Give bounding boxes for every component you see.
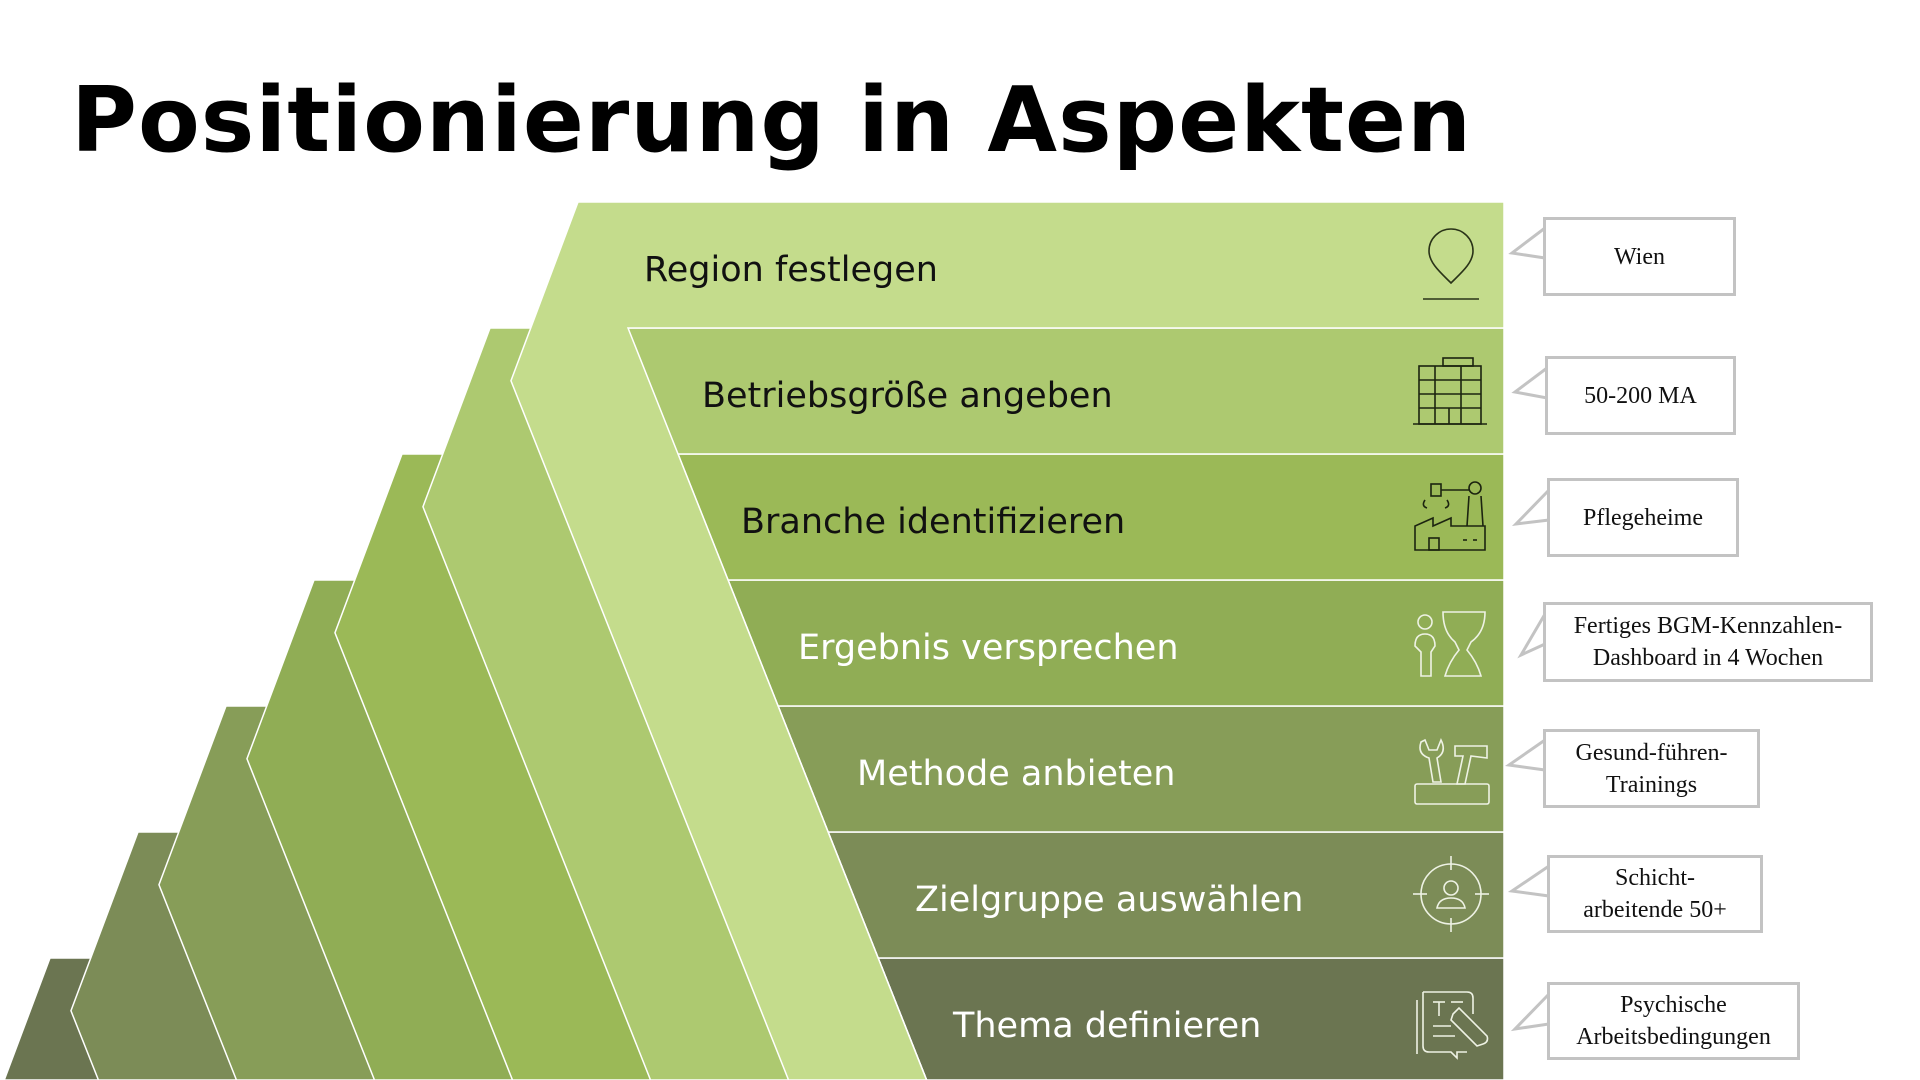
callout-text-line2: Trainings: [1605, 771, 1698, 798]
callout-ergebnis: Fertiges BGM-Kennzahlen- Dashboard in 4 W…: [1543, 602, 1873, 682]
callout-zielgruppe: Schicht-arbeitende 50+: [1547, 855, 1763, 933]
callout-methode: Gesund-führen- Trainings: [1543, 729, 1760, 808]
callout-text-line1: Schicht-: [1615, 865, 1695, 891]
callout-text-line1: Gesund-führen-: [1575, 739, 1728, 766]
toolbox-icon: [1411, 728, 1491, 808]
callout-text-line1: Fertiges BGM-Kennzahlen-: [1573, 613, 1843, 639]
building-icon: [1411, 350, 1491, 430]
step-label-thema: Thema definieren: [953, 1006, 1262, 1046]
page-title: Positionierung in Aspekten: [71, 68, 1473, 173]
callout-text-line2: Arbeitsbedingungen: [1576, 1024, 1771, 1050]
callout-betriebsgroesse: 50-200 MA: [1545, 356, 1736, 435]
step-label-ergebnis: Ergebnis versprechen: [798, 628, 1179, 668]
callout-text-line1: Psychische: [1620, 992, 1727, 1018]
factory-robot-arm-icon: [1411, 476, 1491, 556]
step-label-branche: Branche identifizieren: [741, 502, 1126, 542]
callout-text: Wien: [1613, 243, 1665, 270]
callout-region: Wien: [1543, 217, 1736, 296]
target-person-icon: [1411, 854, 1491, 934]
callout-text-line2: Dashboard in 4 Wochen: [1592, 645, 1824, 671]
step-label-region: Region festlegen: [644, 250, 938, 290]
step-label-methode: Methode anbieten: [857, 754, 1176, 794]
pyramid-layer-1: [510, 201, 1505, 1080]
map-pin-icon: [1411, 225, 1491, 305]
step-label-zielgruppe: Zielgruppe auswählen: [915, 880, 1304, 920]
person-trophy-icon: [1411, 602, 1491, 682]
step-label-betriebsgroesse: Betriebsgröße angeben: [702, 376, 1113, 416]
document-pencil-icon: [1411, 980, 1491, 1060]
callout-branche: Pflegeheime: [1547, 478, 1739, 557]
callout-text: 50-200 MA: [1584, 382, 1697, 409]
callout-text: Pflegeheime: [1583, 504, 1703, 531]
callout-text-line2: arbeitende 50+: [1583, 897, 1727, 923]
